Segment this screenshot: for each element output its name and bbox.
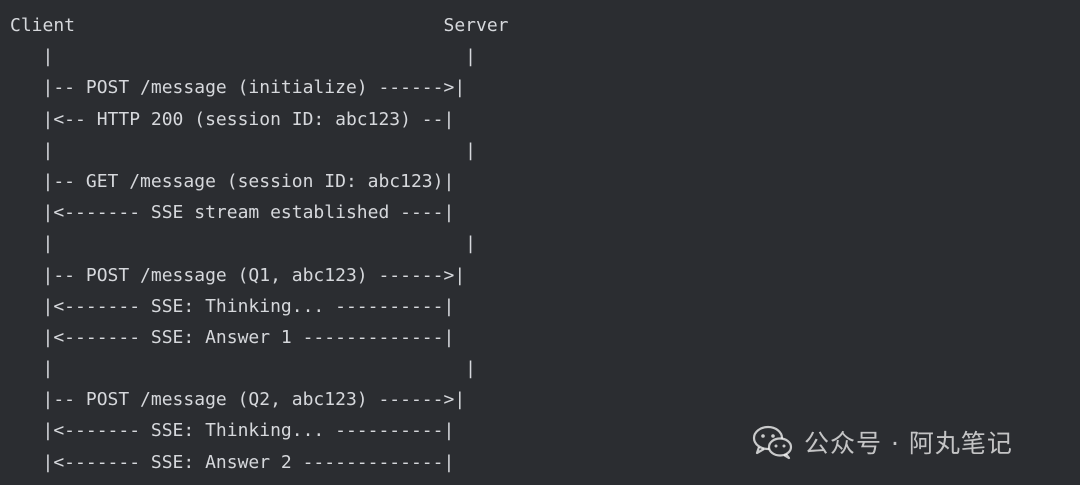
diagram-header: Client Server (10, 15, 509, 36)
diagram-line: | | (10, 233, 477, 255)
diagram-line: | | (10, 358, 477, 380)
diagram-line: |<-- HTTP 200 (session ID: abc123) --| (10, 108, 455, 130)
sequence-diagram: Client Server | | |-- POST /message (ini… (10, 10, 509, 478)
diagram-line: |<------- SSE: Thinking... ----------| (10, 295, 455, 317)
wechat-icon (752, 424, 794, 460)
diagram-line: | | (10, 46, 477, 68)
diagram-line: |-- GET /message (session ID: abc123)| (10, 170, 455, 192)
watermark: 公众号 · 阿丸笔记 (752, 420, 1013, 464)
diagram-line: |-- POST /message (Q1, abc123) ------>| (10, 264, 466, 286)
watermark-text: 公众号 · 阿丸笔记 (804, 429, 1013, 458)
diagram-line: | | (10, 139, 477, 161)
diagram-line: |<------- SSE: Answer 1 -------------| (10, 326, 455, 348)
diagram-line: |<------- SSE: Thinking... ----------| (10, 420, 455, 442)
diagram-line: |<------- SSE: Answer 2 -------------| (10, 451, 455, 473)
diagram-line: |-- POST /message (Q2, abc123) ------>| (10, 389, 466, 411)
diagram-line: |<------- SSE stream established ----| (10, 202, 455, 224)
diagram-line: |-- POST /message (initialize) ------>| (10, 77, 466, 99)
